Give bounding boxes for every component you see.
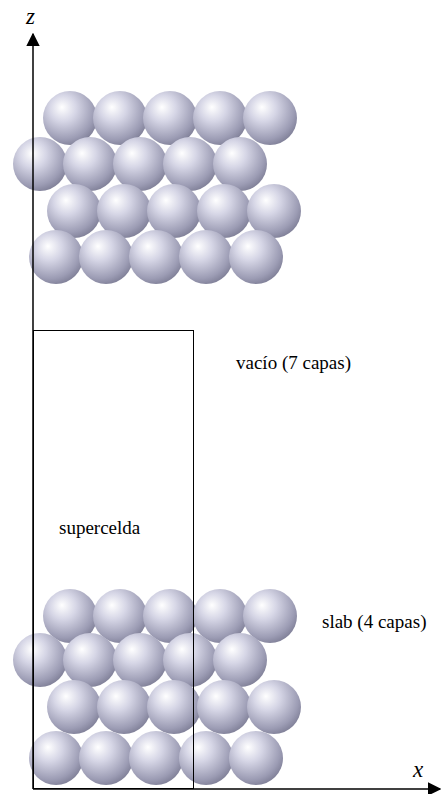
atom-sphere (229, 731, 283, 785)
atom-sphere (197, 184, 251, 238)
atom-sphere (179, 230, 233, 284)
atom-sphere (129, 230, 183, 284)
atom-sphere (129, 731, 183, 785)
slab-label: slab (4 capas) (322, 612, 426, 633)
atom-sphere (29, 230, 83, 284)
atom-sphere (247, 184, 301, 238)
supercell-box: supercelda (33, 330, 194, 789)
atom-sphere (147, 680, 201, 734)
atom-sphere (163, 633, 217, 687)
atom-sphere (63, 633, 117, 687)
atom-sphere (63, 137, 117, 191)
atom-sphere (229, 230, 283, 284)
atom-sphere (197, 680, 251, 734)
atom-sphere (97, 184, 151, 238)
atom-sphere (29, 731, 83, 785)
atom-sphere (113, 633, 167, 687)
atom-sphere (193, 91, 247, 145)
axis-label: z (26, 4, 35, 29)
atom-sphere (79, 230, 133, 284)
atom-sphere (143, 91, 197, 145)
atom-sphere (179, 731, 233, 785)
atom-sphere (213, 137, 267, 191)
atom-sphere (43, 91, 97, 145)
atom-sphere (243, 589, 297, 643)
atom-sphere (243, 91, 297, 145)
atom-sphere (213, 633, 267, 687)
atom-sphere (147, 184, 201, 238)
atom-sphere (163, 137, 217, 191)
atom-sphere (47, 184, 101, 238)
vacuum-label: vacío (7 capas) (236, 353, 351, 374)
axis-label: x (413, 757, 423, 782)
atom-sphere (97, 680, 151, 734)
atom-sphere (13, 633, 67, 687)
atom-sphere (47, 680, 101, 734)
atom-sphere (113, 137, 167, 191)
supercell-label: supercelda (59, 518, 140, 539)
atom-sphere (13, 137, 67, 191)
atom-sphere (93, 91, 147, 145)
atom-sphere (247, 680, 301, 734)
atom-sphere (79, 731, 133, 785)
